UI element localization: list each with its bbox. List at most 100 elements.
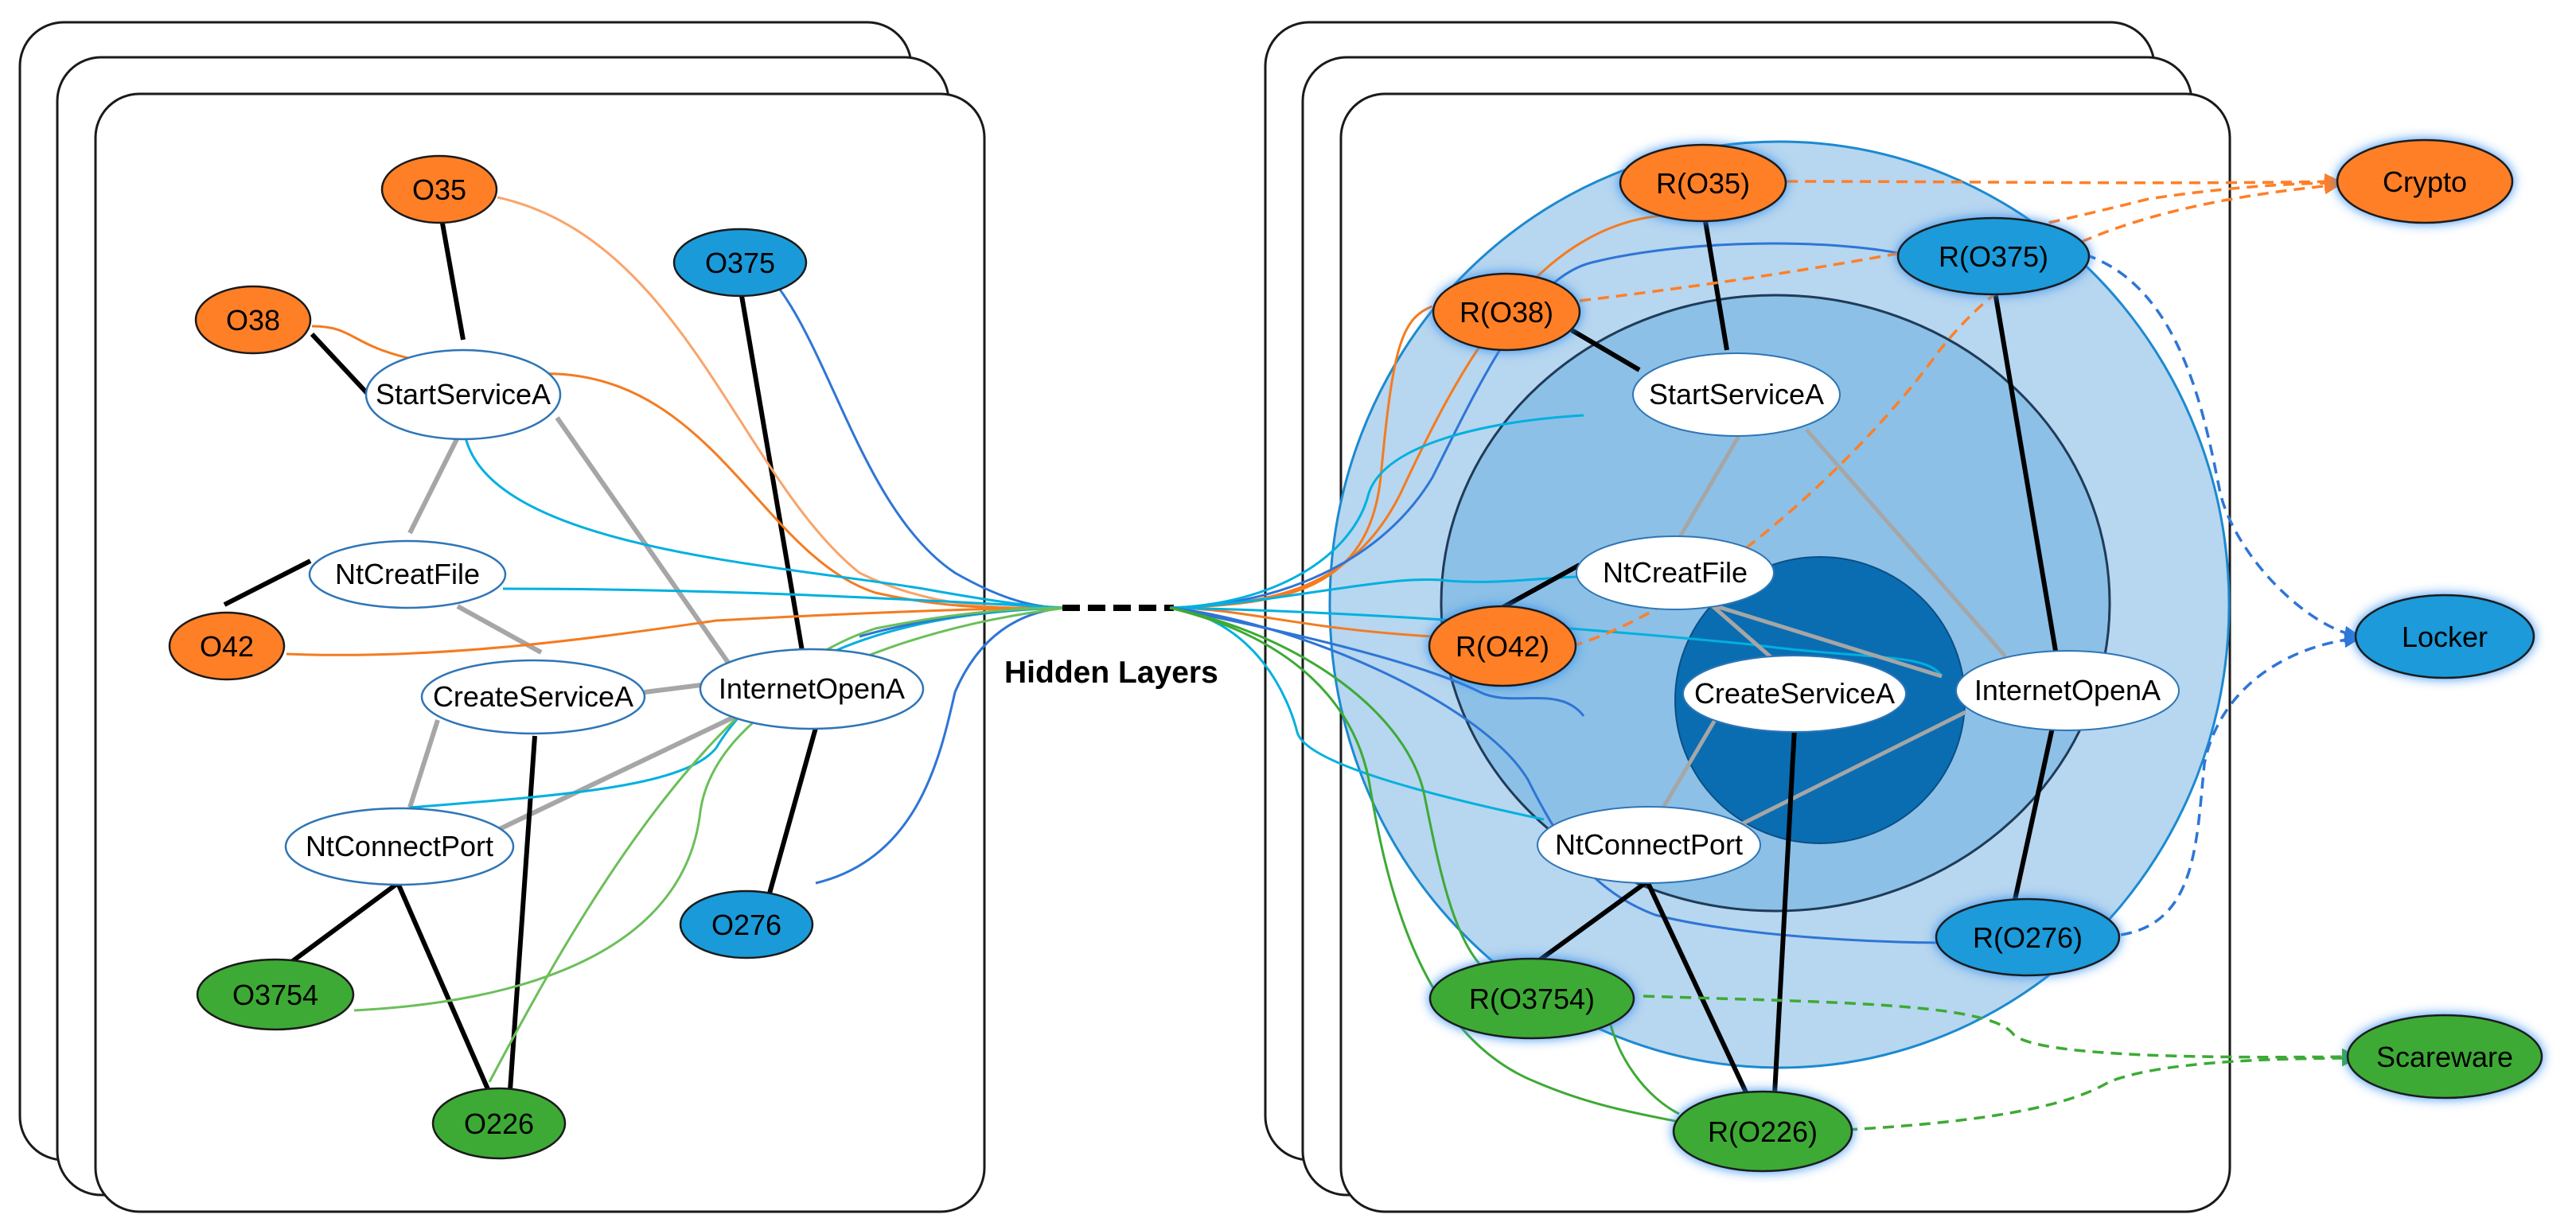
arrow-r38-crypto	[1579, 174, 2342, 302]
r-edge-start-ntcreat	[1673, 434, 1741, 547]
left-node-o38[interactable]: O38	[194, 285, 312, 355]
right-node-label: R(O42)	[1456, 630, 1549, 663]
r-edge-inet-ntconn	[1725, 710, 1967, 834]
arrow-r35-crypto	[1786, 173, 2342, 190]
left-node-label: O42	[200, 630, 254, 663]
left-node-label: O375	[705, 247, 775, 279]
right-op-nodes: R(O35) R(O38) R(O42) R(O375) R(O276) R(O…	[1428, 143, 2121, 1173]
right-node-label: InternetOpenA	[1974, 674, 2161, 706]
curve-o276	[815, 606, 1067, 885]
left-node-o42[interactable]: O42	[168, 611, 286, 681]
left-node-label: InternetOpenA	[719, 672, 905, 705]
right-node-label: R(O35)	[1656, 167, 1750, 200]
right-node-internetopena[interactable]: InternetOpenA	[1955, 650, 2180, 731]
edge-createsvc-ntconn	[407, 719, 440, 808]
right-node-r35[interactable]: R(O35)	[1619, 143, 1787, 223]
right-node-r375[interactable]: R(O375)	[1896, 216, 2091, 296]
right-api-nodes: StartServiceA NtCreatFile CreateServiceA…	[1537, 352, 2180, 884]
edge-start-inet	[555, 416, 735, 670]
curve-r-inet-blue	[1169, 606, 1585, 717]
r-edge-start-inet	[1805, 428, 2007, 658]
curve-o42	[286, 606, 1067, 656]
curve-r226	[1169, 606, 1680, 1123]
arrow-r276-locker	[2120, 631, 2362, 936]
curve-r-inet-cyan	[1169, 606, 1943, 677]
left-node-ntcreatfile[interactable]: NtCreatFile	[308, 539, 507, 609]
r-edge-r276-inet	[2011, 723, 2056, 908]
curve-r-ntcreat-cyan	[1169, 575, 1580, 609]
right-node-r42[interactable]: R(O42)	[1428, 605, 1577, 687]
left-node-label: CreateServiceA	[433, 680, 633, 713]
right-node-label: CreateServiceA	[1694, 677, 1895, 710]
edge-o42-ntcreat	[223, 559, 312, 607]
r-edge-createsvc-ntconn	[1661, 718, 1717, 809]
curve-r35	[1169, 213, 1680, 609]
edge-o35-start	[439, 218, 466, 341]
arrow-r226-scareware	[1845, 1049, 2360, 1131]
edge-o38-start	[310, 332, 370, 396]
left-panel-stack	[18, 21, 986, 1213]
edge-o276-inet	[766, 727, 818, 900]
right-node-label: R(O3754)	[1469, 983, 1595, 1015]
r-edge-r375-inet	[1991, 282, 2060, 661]
edge-o226-ntconn	[396, 882, 496, 1103]
left-node-internetopena[interactable]: InternetOpenA	[699, 648, 925, 730]
left-node-o35[interactable]: O35	[380, 154, 498, 224]
curve-r226-b	[1606, 1010, 1680, 1115]
right-node-ntconnectport[interactable]: NtConnectPort	[1537, 806, 1761, 884]
left-node-label: O3754	[232, 979, 318, 1011]
right-node-label: NtCreatFile	[1603, 556, 1748, 589]
left-node-o3754[interactable]: O3754	[196, 958, 355, 1031]
left-node-label: O35	[412, 173, 466, 206]
curve-r-start-cyan	[1169, 414, 1584, 609]
class-node-scareware[interactable]: Scareware	[2346, 1014, 2543, 1100]
r-edge-r42-ntcreat	[1495, 562, 1581, 613]
right-node-label: R(O226)	[1708, 1115, 1818, 1148]
curve-o38	[311, 325, 1067, 609]
left-node-label: O276	[711, 909, 781, 941]
right-node-r276[interactable]: R(O276)	[1935, 897, 2121, 977]
curve-r-ntconn-cyan	[1169, 606, 1545, 821]
right-node-label: R(O276)	[1973, 921, 2083, 954]
left-node-label: NtCreatFile	[335, 558, 480, 590]
right-node-ntcreatfile[interactable]: NtCreatFile	[1576, 535, 1775, 610]
left-node-label: StartServiceA	[376, 378, 551, 411]
left-node-o226[interactable]: O226	[431, 1087, 567, 1160]
edge-o375-inet	[738, 286, 806, 661]
class-label: Scareware	[2376, 1041, 2513, 1073]
right-node-label: R(O38)	[1459, 296, 1553, 329]
class-node-crypto[interactable]: Crypto	[2336, 138, 2514, 224]
left-node-ntconnectport[interactable]: NtConnectPort	[284, 807, 515, 886]
right-node-createservicea[interactable]: CreateServiceA	[1682, 655, 1907, 733]
r-edge-r226-ntconn	[1645, 880, 1749, 1096]
curve-o375	[762, 269, 1067, 609]
curve-ntconn-cyan	[409, 606, 1067, 809]
left-op-nodes: O35 O38 O42 O375 O276 O3754 O226	[168, 154, 814, 1160]
r-edge-ntcreat-inet	[1710, 602, 1943, 679]
arrow-r3754-scareware	[1643, 995, 2360, 1065]
class-node-locker[interactable]: Locker	[2354, 594, 2535, 679]
left-node-o276[interactable]: O276	[679, 889, 814, 959]
r-edge-r38-start	[1570, 328, 1641, 372]
arrow-r375-locker	[2084, 253, 2362, 643]
r-edge-r35-start	[1701, 206, 1729, 351]
edge-o3754-ntconn	[289, 881, 399, 965]
right-node-label: NtConnectPort	[1555, 828, 1743, 861]
class-label: Locker	[2402, 621, 2488, 653]
left-node-o375[interactable]: O375	[672, 228, 808, 298]
class-label: Crypto	[2383, 165, 2467, 198]
hidden-layers-label: Hidden Layers	[1004, 656, 1218, 690]
right-node-r38[interactable]: R(O38)	[1432, 272, 1581, 352]
left-node-createservicea[interactable]: CreateServiceA	[420, 659, 646, 735]
right-node-label: R(O375)	[1939, 240, 2048, 273]
curve-r3754	[1169, 606, 1497, 980]
class-nodes: Crypto Locker Scareware	[2336, 138, 2543, 1100]
left-node-startservicea[interactable]: StartServiceA	[364, 348, 562, 441]
right-node-r3754[interactable]: R(O3754)	[1428, 957, 1635, 1040]
left-node-label: NtConnectPort	[306, 830, 493, 862]
right-node-startservicea[interactable]: StartServiceA	[1632, 352, 1841, 437]
right-node-r226[interactable]: R(O226)	[1672, 1090, 1853, 1173]
r-edge-ntcreat-createsvc	[1709, 603, 1776, 662]
curve-ntcreat-cyan	[502, 587, 1067, 609]
